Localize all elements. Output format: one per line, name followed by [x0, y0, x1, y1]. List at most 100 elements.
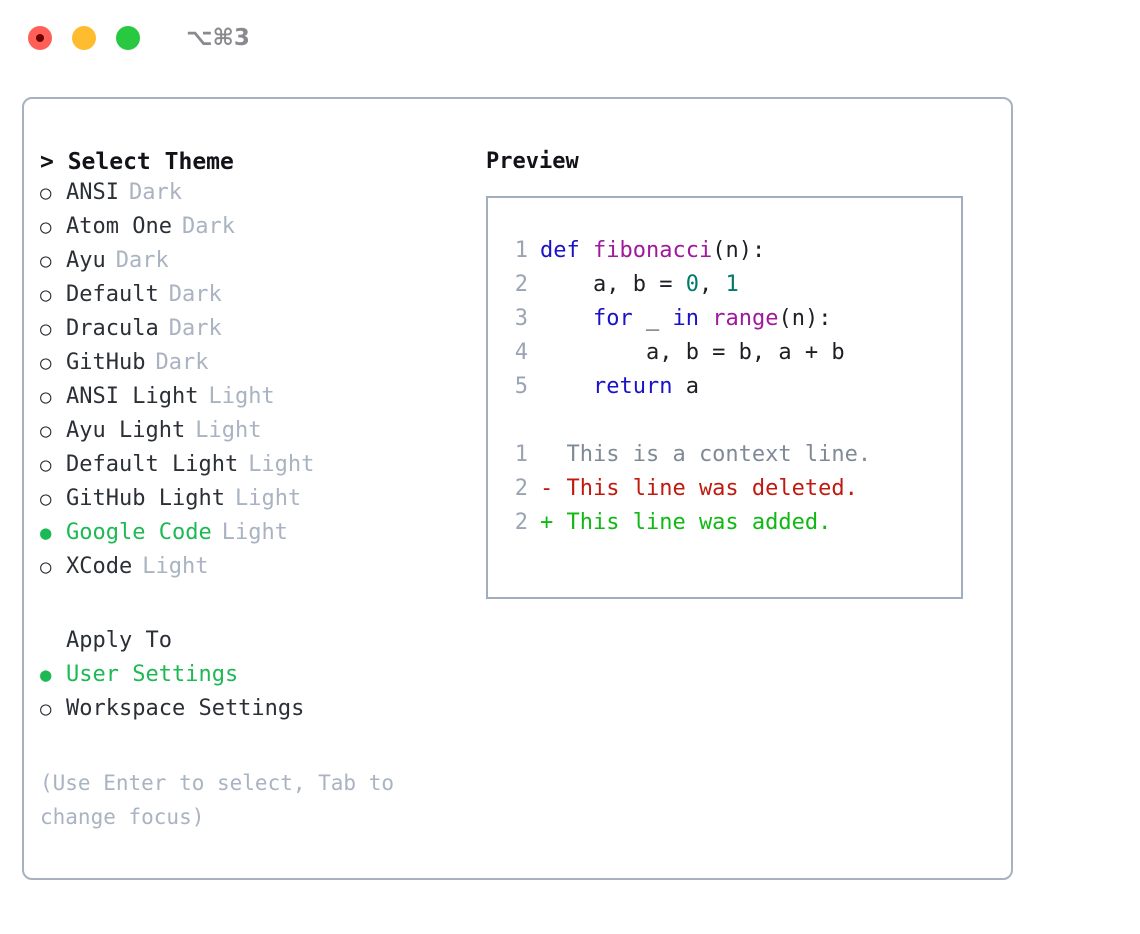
radio-unselected-icon: ○	[40, 318, 52, 340]
theme-option-label: Google Code	[66, 520, 212, 545]
diff-text: This is a context line.	[540, 442, 872, 467]
code-text: a, b = b, a + b	[540, 340, 845, 365]
line-number: 2	[514, 476, 528, 501]
radio-unselected-icon: ○	[40, 556, 52, 578]
theme-option-default[interactable]: ○ Default Dark	[40, 282, 486, 316]
code-token: a	[672, 374, 699, 399]
theme-option-label: GitHub	[66, 350, 146, 375]
theme-variant-tag: Dark	[181, 214, 235, 239]
line-number: 5	[514, 374, 528, 399]
radio-unselected-icon: ○	[40, 216, 52, 238]
close-button-icon[interactable]	[28, 26, 52, 50]
window-controls	[28, 26, 140, 50]
section-spacer	[40, 588, 486, 628]
code-token: 1	[725, 272, 739, 297]
code-text: return a	[540, 374, 699, 399]
radio-unselected-icon: ○	[40, 386, 52, 408]
theme-option-github[interactable]: ○ GitHub Dark	[40, 350, 486, 384]
code-line: 5 return a	[488, 374, 961, 408]
theme-option-google-code[interactable]: ● Google Code Light	[40, 520, 486, 554]
apply-to-option-workspace-settings[interactable]: ○ Workspace Settings	[40, 696, 486, 730]
code-token: 0	[685, 272, 699, 297]
theme-variant-tag: Dark	[155, 350, 209, 375]
radio-unselected-icon: ○	[40, 284, 52, 306]
code-text: def fibonacci(n):	[540, 238, 765, 263]
recording-indicator-icon	[36, 34, 44, 42]
code-token: return	[592, 374, 673, 399]
line-number: 3	[514, 306, 528, 331]
theme-option-github-light[interactable]: ○ GitHub Light Light	[40, 486, 486, 520]
code-token: in	[672, 306, 699, 331]
theme-variant-tag: Light	[142, 554, 209, 579]
keyboard-hint-text: (Use Enter to select, Tab to change focu…	[40, 771, 407, 829]
theme-option-label: XCode	[66, 554, 133, 579]
code-text: a, b = 0, 1	[540, 272, 739, 297]
code-token: range	[712, 306, 779, 331]
theme-option-label: Default	[66, 282, 159, 307]
code-token: ,	[698, 272, 726, 297]
theme-variant-tag: Light	[234, 486, 302, 511]
theme-option-ansi-light[interactable]: ○ ANSI Light Light	[40, 384, 486, 418]
theme-option-atom-one[interactable]: ○ Atom One Dark	[40, 214, 486, 248]
code-token	[540, 306, 593, 331]
radio-unselected-icon: ○	[40, 698, 52, 720]
radio-unselected-icon: ○	[40, 250, 52, 272]
code-diff-spacer	[488, 408, 961, 442]
minimize-button-icon[interactable]	[72, 26, 96, 50]
diff-text: - This line was deleted.	[540, 476, 858, 501]
code-token: def	[540, 238, 593, 263]
code-token: a, b =	[540, 272, 686, 297]
theme-variant-tag: Dark	[168, 282, 222, 307]
code-token: (n):	[778, 306, 832, 331]
code-token	[540, 374, 593, 399]
code-line: 2 a, b = 0, 1	[488, 272, 961, 306]
theme-option-ayu[interactable]: ○ Ayu Dark	[40, 248, 486, 282]
maximize-button-icon[interactable]	[116, 26, 140, 50]
apply-to-option-label: Workspace Settings	[66, 696, 305, 721]
diff-line: 2+ This line was added.	[488, 510, 961, 544]
titlebar: ⌥⌘3	[0, 0, 1140, 76]
theme-option-label: Ayu	[66, 248, 106, 273]
diff-text: + This line was added.	[540, 510, 832, 535]
theme-option-label: ANSI	[66, 180, 119, 205]
theme-option-default-light[interactable]: ○ Default Light Light	[40, 452, 486, 486]
code-line: 4 a, b = b, a + b	[488, 340, 961, 374]
theme-variant-tag: Light	[208, 384, 275, 409]
apply-to-option-list: ●User Settings○ Workspace Settings	[40, 662, 486, 730]
theme-option-dracula[interactable]: ○ Dracula Dark	[40, 316, 486, 350]
apply-to-heading: Apply To	[66, 628, 172, 653]
radio-selected-icon: ●	[40, 522, 52, 544]
apply-to-option-label: User Settings	[66, 662, 239, 687]
diff-line: 2 - This line was deleted.	[488, 476, 961, 510]
theme-option-label: Atom One	[66, 214, 172, 239]
apply-to-option-user-settings[interactable]: ●User Settings	[40, 662, 486, 696]
code-token: a, b = b, a + b	[540, 340, 845, 365]
radio-unselected-icon: ○	[40, 454, 52, 476]
code-text: for _ in range(n):	[540, 306, 831, 331]
line-number: 4	[514, 340, 528, 365]
code-token: (n):	[712, 238, 766, 263]
theme-option-label: Dracula	[66, 316, 159, 341]
theme-variant-tag: Light	[221, 520, 288, 545]
code-token: fibonacci	[592, 238, 713, 263]
code-token: _	[632, 306, 673, 331]
theme-option-xcode[interactable]: ○ XCode Light	[40, 554, 486, 588]
line-number: 1	[514, 238, 528, 263]
theme-option-label: GitHub Light	[66, 486, 225, 511]
theme-variant-tag: Dark	[168, 316, 222, 341]
radio-unselected-icon: ○	[40, 420, 52, 442]
theme-option-label: ANSI Light	[66, 384, 199, 409]
theme-option-label: Default Light	[66, 452, 239, 477]
theme-variant-tag: Light	[248, 452, 315, 477]
radio-unselected-icon: ○	[40, 488, 52, 510]
theme-variant-tag: Dark	[115, 248, 169, 273]
diff-line: 1 This is a context line.	[488, 442, 961, 476]
theme-variant-tag: Dark	[128, 180, 182, 205]
radio-unselected-icon: ○	[40, 352, 52, 374]
